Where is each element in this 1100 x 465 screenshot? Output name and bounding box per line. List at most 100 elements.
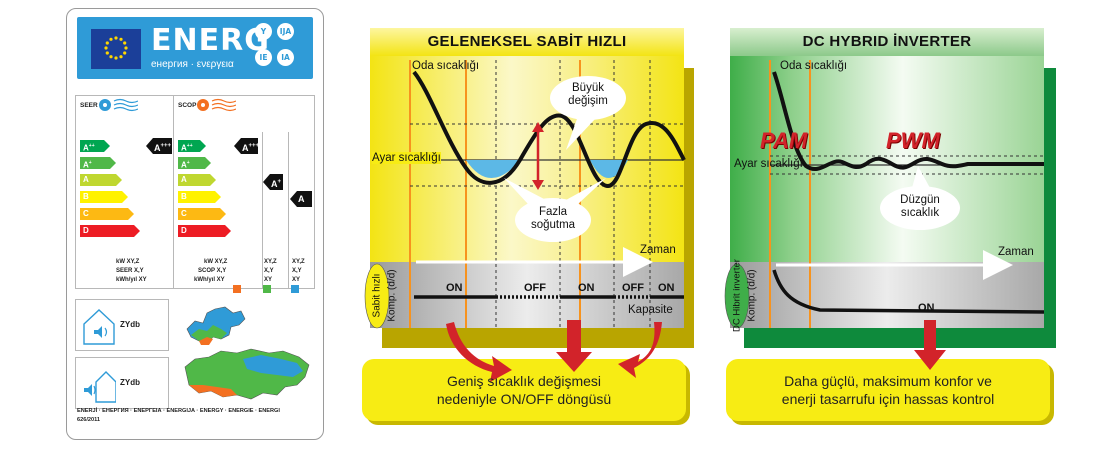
large-change-line2: değişim bbox=[568, 95, 608, 107]
room-temp-curve-left bbox=[412, 70, 686, 189]
right-setpoint-label: Ayar sıcaklığı bbox=[734, 158, 803, 170]
seer-grade-c: C bbox=[80, 208, 134, 220]
turkey-zone-map-icon bbox=[184, 348, 310, 400]
right-compressor-axis-label: Komp. (d/d) bbox=[746, 269, 758, 322]
scop-grade-a-plus: A+ bbox=[178, 157, 211, 169]
overcooling-line1: Fazla bbox=[538, 206, 568, 218]
seer-grade-d: D bbox=[80, 225, 140, 237]
state-on-1: ON bbox=[446, 282, 463, 294]
right-panel-header bbox=[730, 28, 1044, 56]
lang-badge-y: Y bbox=[255, 23, 272, 40]
red-arrows-left bbox=[446, 320, 662, 382]
right-note-text: Daha güçlü, maksimum konfor ve enerji ta… bbox=[726, 372, 1050, 408]
large-change-line1: Büyük bbox=[572, 82, 604, 94]
left-room-temp-label: Oda sıcaklığı bbox=[412, 60, 480, 72]
left-time-label: Zaman bbox=[640, 244, 676, 256]
left-note-line2: nedeniyle ON/OFF döngüsü bbox=[436, 391, 612, 407]
zone-average-square bbox=[263, 285, 271, 293]
scop-unit-kwh: kWh/yıl XY bbox=[194, 277, 225, 283]
energy-label-footer: ENERJİ · ЕНЕРГИЯ · ΕΝΕΡΓΕΙΑ · ENERGIJA ·… bbox=[77, 407, 317, 425]
left-compressor-axis-label: Komp. (d/d) bbox=[386, 269, 398, 322]
lang-badge-ie: IE bbox=[255, 49, 272, 66]
scop-b-scop: X,Y bbox=[264, 268, 274, 274]
energy-class-area: SEER A++ A+ A B C D A+++ kW XY,Z SEER X,… bbox=[75, 95, 315, 289]
left-panel-title: GELENEKSEL SABİT HIZLI bbox=[427, 33, 627, 50]
overcooling-dip-1 bbox=[466, 160, 520, 178]
bubble-overcooling bbox=[515, 198, 591, 242]
seer-unit-kw: kW XY,Z bbox=[116, 259, 140, 265]
indoor-sound-icon bbox=[83, 309, 115, 345]
right-note-box bbox=[726, 359, 1050, 421]
state-off-2: OFF bbox=[622, 282, 644, 294]
scop-grade-a-plus-plus: A++ bbox=[178, 140, 206, 152]
bubble-large-change bbox=[550, 76, 626, 120]
scop-grade-c: C bbox=[178, 208, 226, 220]
scop-grade-a: A bbox=[178, 174, 216, 186]
scop-c-kw: XY,Z bbox=[292, 259, 305, 265]
right-room-temp-label: Oda sıcaklığı bbox=[780, 60, 848, 72]
scop-rating-badge-3: A bbox=[290, 191, 312, 207]
lang-badge-ia: IA bbox=[277, 49, 294, 66]
left-setpoint-label: Ayar sıcaklığı bbox=[372, 152, 441, 164]
overcooling-dip-2 bbox=[590, 160, 628, 178]
bubble-smooth-temp bbox=[880, 186, 960, 230]
seer-grade-a-plus: A+ bbox=[80, 157, 116, 169]
capacity-label: Kapasite bbox=[628, 304, 673, 316]
scop-b-kw: XY,Z bbox=[264, 259, 277, 265]
scop-unit-scop: SCOP X,Y bbox=[198, 268, 227, 274]
scop-grade-b: B bbox=[178, 191, 221, 203]
seer-grade-a: A bbox=[80, 174, 122, 186]
seer-rating-badge: A+++ bbox=[146, 138, 172, 154]
indoor-sound-box: ZYdb bbox=[75, 299, 169, 351]
eu-flag-icon bbox=[91, 29, 141, 69]
right-side-label-ellipse bbox=[724, 263, 750, 329]
zone-warm-square bbox=[233, 285, 241, 293]
large-change-arrow bbox=[532, 122, 544, 190]
left-panel-header bbox=[370, 28, 684, 56]
fan-heating-icon bbox=[197, 98, 236, 112]
scop-rating-badge-1: A+++ bbox=[234, 138, 258, 154]
right-panel-title: DC HYBRID İNVERTER bbox=[802, 33, 972, 50]
europe-zone-map-icon bbox=[186, 306, 246, 345]
right-compressor-band bbox=[730, 262, 1044, 328]
left-side-label-ellipse bbox=[364, 263, 390, 329]
right-time-label: Zaman bbox=[998, 246, 1034, 258]
large-change-text: Büyük değişim bbox=[553, 82, 623, 108]
pwm-label: PWM bbox=[886, 128, 940, 153]
left-note-text: Geniş sıcaklık değişmesi nedeniyle ON/OF… bbox=[362, 372, 686, 408]
left-note-box bbox=[362, 359, 686, 421]
state-on-3: ON bbox=[658, 282, 675, 294]
seer-heading: SEER bbox=[80, 102, 98, 109]
seer-grade-b: B bbox=[80, 191, 128, 203]
scop-unit-kw: kW XY,Z bbox=[204, 259, 228, 265]
lang-badge-ija: IJA bbox=[277, 23, 294, 40]
outdoor-sound-level: ZYdb bbox=[120, 378, 140, 387]
state-off-1: OFF bbox=[524, 282, 546, 294]
zone-cold-square bbox=[291, 285, 299, 293]
scop-c-kwh: XY bbox=[292, 277, 301, 283]
energy-label-header: ENERG енергия · ενεργεια Y IJA IE IA bbox=[77, 17, 313, 79]
seer-unit-seer: SEER X,Y bbox=[116, 268, 144, 274]
fan-cooling-icon bbox=[99, 98, 138, 112]
left-side-label: Sabit hızlı bbox=[371, 273, 383, 318]
inverter-state-on: ON bbox=[918, 302, 935, 314]
pam-label: PAM bbox=[760, 128, 808, 153]
smooth-temp-text: Düzgün sıcaklık bbox=[880, 194, 960, 220]
energy-label-subtitle: енергия · ενεργεια bbox=[151, 59, 234, 70]
seer-unit-kwh: kWh/yıl XY bbox=[116, 277, 147, 283]
red-arrow-right bbox=[914, 320, 946, 370]
left-compressor-band bbox=[370, 262, 684, 328]
overcooling-line2: soğutma bbox=[530, 219, 576, 231]
compressor-inverter-curve bbox=[772, 269, 1045, 314]
outdoor-sound-box: ZYdb bbox=[75, 357, 169, 409]
right-side-label: DC Hibrit inverter bbox=[731, 259, 743, 332]
indoor-sound-level: ZYdb bbox=[120, 320, 140, 329]
outdoor-sound-icon bbox=[84, 371, 116, 403]
footer-regulation: 626/2011 bbox=[77, 417, 101, 423]
right-note-line2: enerji tasarrufu için hassas kontrol bbox=[781, 391, 995, 407]
left-note-line1: Geniş sıcaklık değişmesi bbox=[446, 373, 602, 389]
room-temp-curve-right bbox=[772, 71, 1044, 172]
overcooling-text: Fazla soğutma bbox=[518, 206, 588, 232]
energy-label-brand: ENERG bbox=[151, 23, 270, 58]
seer-grade-a-plus-plus: A++ bbox=[80, 140, 110, 152]
